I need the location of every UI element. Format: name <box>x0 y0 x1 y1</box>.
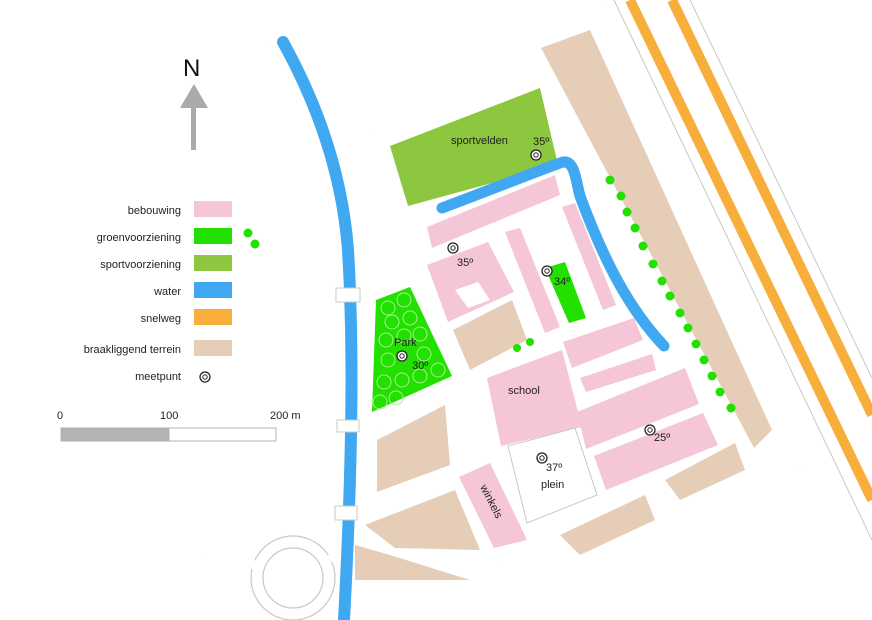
legend-swatch-bebouwing <box>194 201 232 217</box>
measurement-value: 25º <box>654 432 670 444</box>
measurement-value: 34º <box>554 276 570 288</box>
water <box>277 36 670 620</box>
arrow-up-icon <box>180 84 208 108</box>
buildings <box>427 175 718 548</box>
legend-swatch-water <box>194 282 232 298</box>
meetpunt-icon <box>541 265 553 277</box>
compass-label: N <box>183 55 200 82</box>
legend-label: groenvoorziening <box>97 232 181 244</box>
wasteland-south-3 <box>665 443 745 500</box>
scale-bar: 0 100 200 m <box>57 410 301 442</box>
green-areas <box>372 262 586 412</box>
building-shops <box>459 463 527 548</box>
building-east-large-2 <box>594 413 718 490</box>
building-block-north <box>427 242 514 322</box>
building-school <box>487 350 582 446</box>
highway <box>613 0 872 541</box>
building-west-of-strip <box>505 228 560 333</box>
legend-label: bebouwing <box>128 205 181 217</box>
label-park: Park <box>394 337 417 349</box>
legend-swatch-braakliggend <box>194 340 232 356</box>
legend-label: sportvoorziening <box>100 259 181 271</box>
legend-swatch-snelweg <box>194 309 232 325</box>
scale-tick-label: 0 <box>57 410 63 422</box>
meetpunt-icon <box>396 350 408 362</box>
wasteland-west-1 <box>377 405 450 492</box>
label-sportvelden: sportvelden <box>451 135 508 147</box>
scale-tick-label: 200 m <box>270 410 301 422</box>
label-school: school <box>508 385 540 397</box>
legend-label: snelweg <box>141 313 181 325</box>
legend: bebouwing groenvoorziening sportvoorzien… <box>84 201 260 383</box>
label-plein: plein <box>541 479 564 491</box>
building-north-strip <box>427 175 560 248</box>
legend-label: meetpunt <box>135 371 181 383</box>
measurement-value: 30º <box>412 360 428 372</box>
scale-tick-label: 100 <box>160 410 178 422</box>
tree-row <box>513 175 736 413</box>
wasteland-strip-east <box>541 30 772 448</box>
wasteland-areas <box>355 30 772 580</box>
map-labels: sportvelden Park school plein winkels 35… <box>394 135 670 521</box>
building-east-tall <box>562 203 616 310</box>
meetpunt-icon <box>199 371 211 383</box>
building-east-row-1 <box>563 318 643 368</box>
bridges <box>334 287 361 521</box>
measurement-value: 35º <box>533 136 549 148</box>
building-east-row-2 <box>580 354 656 392</box>
building-east-large-1 <box>577 368 699 449</box>
legend-label: braakliggend terrein <box>84 344 181 356</box>
measurement-value: 35º <box>457 257 473 269</box>
square-plein <box>507 427 598 524</box>
legend-tree-dot <box>250 239 260 249</box>
legend-label: water <box>153 286 181 298</box>
meetpunt-icon <box>447 242 459 254</box>
north-arrow: N <box>180 55 208 150</box>
legend-swatch-sportvoorziening <box>194 255 232 271</box>
legend-tree-dot <box>243 228 253 238</box>
wasteland-south-1 <box>355 545 470 580</box>
park-trees <box>372 292 446 410</box>
meetpunt-icon <box>536 452 548 464</box>
park-area <box>372 287 452 412</box>
canal-west <box>277 36 358 620</box>
wasteland-west-2 <box>365 490 480 550</box>
measurement-points <box>396 149 656 464</box>
meetpunt-icon <box>530 149 542 161</box>
sport-fields <box>390 88 558 206</box>
legend-swatch-groenvoorziening <box>194 228 232 244</box>
wasteland-south-2 <box>560 495 655 555</box>
wasteland-mid <box>453 300 527 370</box>
measurement-value: 37º <box>546 462 562 474</box>
canal-inner <box>436 156 670 352</box>
green-strip-area <box>545 262 586 323</box>
meetpunt-icon <box>644 424 656 436</box>
